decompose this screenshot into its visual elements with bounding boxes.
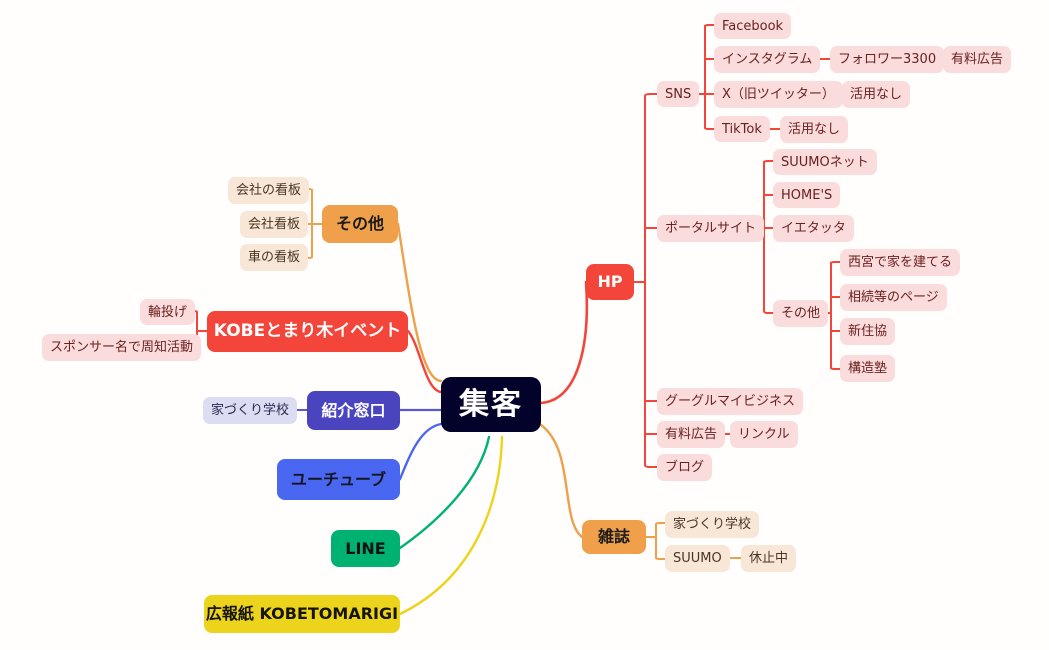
node-instagram-followers[interactable]: フォロワー3300	[830, 46, 945, 73]
node-sponsor-label: スポンサー名で周知活動	[50, 340, 194, 355]
node-instagram-followers-label: フォロワー3300	[838, 52, 937, 67]
node-sponsor[interactable]: スポンサー名で周知活動	[42, 334, 202, 361]
node-magazine-suumo-label: SUUMO	[673, 551, 722, 566]
node-portal-other[interactable]: その他	[773, 300, 829, 327]
node-sns[interactable]: SNS	[657, 81, 700, 107]
node-newsletter-label: 広報紙 KOBETOMARIGI	[205, 604, 399, 623]
node-other-label: その他	[335, 214, 384, 233]
node-nishinomiya[interactable]: 西宮で家を建てる	[840, 249, 961, 276]
node-magazine-label: 雑誌	[597, 527, 630, 546]
node-homes-label: HOME'S	[781, 187, 833, 203]
node-ietatta-label: イエタッタ	[781, 221, 846, 236]
node-company-sign-no-label: 会社の看板	[236, 183, 302, 198]
node-kouzoujuku-label: 構造塾	[848, 361, 888, 376]
node-rinkuru[interactable]: リンクル	[730, 421, 798, 448]
node-newsletter[interactable]: 広報紙 KOBETOMARIGI	[204, 595, 400, 633]
node-other[interactable]: その他	[322, 205, 398, 243]
node-paid-ad[interactable]: 有料広告	[657, 421, 726, 448]
node-ietatta[interactable]: イエタッタ	[773, 215, 854, 242]
node-tiktok-unused[interactable]: 活用なし	[780, 116, 849, 143]
node-google-my-business[interactable]: グーグルマイビジネス	[657, 388, 804, 415]
node-portal-other-label: その他	[781, 306, 821, 321]
node-suumo-net-label: SUUMOネット	[781, 154, 869, 170]
node-hp-label: HP	[597, 272, 623, 291]
node-x-twitter[interactable]: X（旧ツイッター）	[714, 81, 843, 108]
node-instagram-paid-ad[interactable]: 有料広告	[943, 46, 1012, 73]
node-rinkuru-label: リンクル	[738, 427, 790, 442]
node-referral[interactable]: 紹介窓口	[307, 391, 400, 430]
node-magazine-suumo-status-label: 休止中	[749, 551, 789, 566]
node-line-label: LINE	[345, 538, 386, 558]
node-portal-site-label: ポータルサイト	[665, 221, 757, 236]
node-tiktok-label: TikTok	[722, 121, 762, 137]
node-instagram-paid-ad-label: 有料広告	[951, 52, 1004, 67]
node-facebook-label: Facebook	[722, 18, 784, 34]
node-souzoku-label: 相続等のページ	[848, 290, 939, 305]
node-magazine-suumo[interactable]: SUUMO	[665, 545, 730, 572]
node-instagram[interactable]: インスタグラム	[714, 46, 821, 73]
node-paid-ad-label: 有料広告	[665, 427, 718, 442]
root-label: 集客	[459, 386, 523, 422]
node-wanage-label: 輪投げ	[148, 304, 188, 320]
node-souzoku[interactable]: 相続等のページ	[840, 284, 947, 311]
node-blog[interactable]: ブログ	[657, 454, 713, 481]
node-company-sign-label: 会社看板	[248, 217, 301, 232]
node-kouzoujuku[interactable]: 構造塾	[840, 355, 896, 382]
node-company-sign[interactable]: 会社看板	[240, 211, 309, 238]
node-referral-label: 紹介窓口	[321, 400, 386, 420]
node-tiktok[interactable]: TikTok	[714, 116, 770, 142]
node-tiktok-unused-label: 活用なし	[788, 122, 841, 137]
node-hp[interactable]: HP	[586, 264, 634, 300]
node-kobe-event[interactable]: KOBEとまり木イベント	[207, 311, 408, 352]
node-google-my-business-label: グーグルマイビジネス	[665, 394, 796, 409]
node-line[interactable]: LINE	[331, 530, 400, 567]
node-referral-school[interactable]: 家づくり学校	[203, 397, 298, 424]
node-magazine-suumo-status[interactable]: 休止中	[741, 545, 797, 572]
node-sns-label: SNS	[665, 86, 692, 102]
node-magazine-iezukuri-label: 家づくり学校	[673, 517, 752, 532]
node-facebook[interactable]: Facebook	[714, 13, 792, 39]
node-car-sign[interactable]: 車の看板	[240, 244, 309, 271]
node-blog-label: ブログ	[665, 460, 705, 475]
node-magazine-iezukuri[interactable]: 家づくり学校	[665, 511, 760, 538]
node-wanage[interactable]: 輪投げ	[140, 299, 196, 325]
node-referral-school-label: 家づくり学校	[211, 403, 290, 418]
node-youtube[interactable]: ユーチューブ	[277, 459, 400, 500]
node-car-sign-label: 車の看板	[248, 250, 301, 265]
node-shinjuukyou[interactable]: 新住協	[840, 318, 896, 345]
node-nishinomiya-label: 西宮で家を建てる	[848, 255, 953, 270]
node-kobe-event-label: KOBEとまり木イベント	[213, 321, 402, 341]
node-company-sign-no[interactable]: 会社の看板	[228, 177, 310, 204]
node-x-unused[interactable]: 活用なし	[842, 81, 911, 108]
node-suumo-net[interactable]: SUUMOネット	[773, 149, 877, 175]
node-portal-site[interactable]: ポータルサイト	[657, 215, 765, 242]
node-instagram-label: インスタグラム	[722, 52, 813, 67]
root-node[interactable]: 集客	[441, 377, 541, 432]
node-youtube-label: ユーチューブ	[290, 469, 387, 489]
node-x-unused-label: 活用なし	[850, 87, 903, 102]
node-magazine[interactable]: 雑誌	[582, 520, 646, 554]
node-shinjuukyou-label: 新住協	[848, 324, 888, 339]
node-x-twitter-label: X（旧ツイッター）	[722, 87, 835, 102]
node-homes[interactable]: HOME'S	[773, 182, 841, 208]
